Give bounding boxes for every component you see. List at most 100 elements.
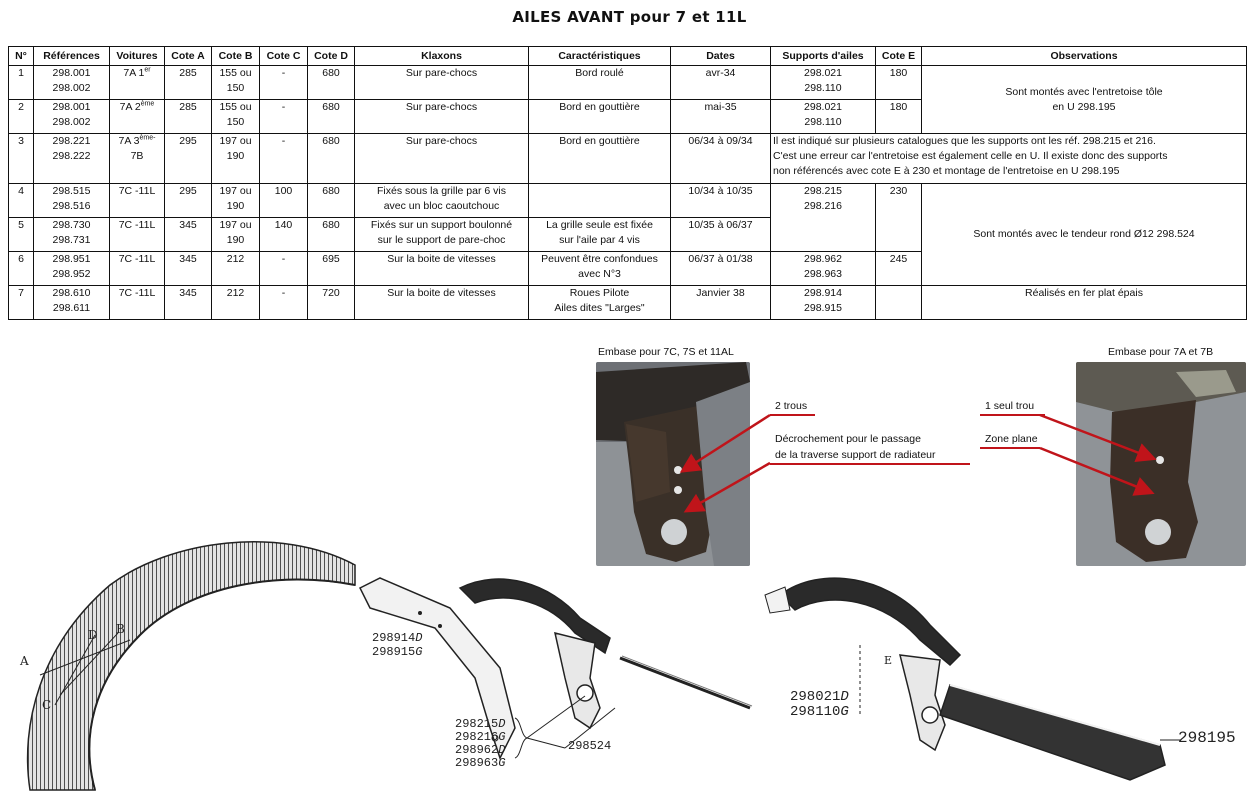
right-photo-bracket-7a — [1076, 362, 1246, 566]
assembly-letter-e: E — [884, 654, 893, 667]
cell-cote-a: 345 — [164, 251, 212, 286]
header-cell: Cote E — [875, 46, 922, 66]
cell-cote-d: 680 — [307, 65, 355, 100]
label-298216: 298216G — [455, 730, 506, 744]
label-298110: 298110G — [790, 704, 849, 720]
cell-cote-c: - — [259, 133, 308, 184]
label-298915: 298915G — [372, 645, 423, 659]
annotation-1-hole: 1 seul trou — [985, 400, 1035, 412]
cell-cote-d: 680 — [307, 183, 355, 218]
header-cell: Dates — [670, 46, 771, 66]
bracket-drawings — [358, 577, 753, 760]
cell-cote-c: - — [259, 99, 308, 134]
annotation-underline — [980, 447, 1040, 449]
cell-vehicles: 7C -11L — [109, 285, 165, 320]
cell-observations: Sont montés avec le tendeur rond Ø12 298… — [921, 183, 1247, 286]
fender-letter-a: A — [20, 654, 29, 668]
cell-cote-d: 680 — [307, 217, 355, 252]
cell-number: 5 — [8, 217, 34, 252]
cell-cote-c: - — [259, 251, 308, 286]
annotation-offset-line1: Décrochement pour le passage — [775, 433, 921, 445]
cell-number: 3 — [8, 133, 34, 184]
cell-vehicles: 7C -11L — [109, 183, 165, 218]
label-298021: 298021D — [790, 689, 849, 705]
fender-drawing — [26, 541, 356, 791]
table-header-row: N° Références Voitures Cote A Cote B Cot… — [8, 46, 1247, 66]
cell-klaxons: Sur pare-chocs — [354, 133, 529, 184]
cell-cote-d: 680 — [307, 99, 355, 134]
cell-cote-e: 245 — [875, 251, 922, 286]
cell-cote-a: 285 — [164, 65, 212, 100]
fender-letter-d: D — [88, 628, 98, 642]
cell-dates: avr-34 — [670, 65, 771, 100]
cell-number: 6 — [8, 251, 34, 286]
label-298215: 298215D — [455, 717, 506, 731]
annotation-2-holes: 2 trous — [775, 400, 808, 412]
fender-letter-b: B — [116, 622, 125, 636]
cell-cote-d: 680 — [307, 133, 355, 184]
cell-number: 7 — [8, 285, 34, 320]
cell-number: 4 — [8, 183, 34, 218]
cell-klaxons: Sur la boite de vitesses — [354, 251, 529, 286]
cell-cote-e: 180 — [875, 65, 922, 100]
cell-characteristics: Bord en gouttière — [528, 133, 671, 184]
cell-characteristics: Bord roulé — [528, 65, 671, 100]
cell-cote-a: 295 — [164, 133, 212, 184]
cell-number: 2 — [8, 99, 34, 134]
label-298524: 298524 — [568, 739, 612, 753]
right-photo-caption: Embase pour 7A et 7B — [1108, 346, 1214, 358]
annotation-underline — [980, 414, 1045, 416]
cell-klaxons: Sur pare-chocs — [354, 99, 529, 134]
cell-vehicles: 7C -11L — [109, 217, 165, 252]
assembly-drawing — [764, 577, 1180, 781]
left-photo-caption: Embase pour 7C, 7S et 11AL — [598, 346, 734, 358]
cell-cote-c: 140 — [259, 217, 308, 252]
left-photo-bracket-7c — [596, 362, 750, 566]
cell-cote-a: 285 — [164, 99, 212, 134]
cell-cote-b: 212 — [211, 285, 260, 320]
cell-vehicles: 7A 1er — [109, 65, 165, 100]
cell-cote-a: 295 — [164, 183, 212, 218]
cell-cote-a: 345 — [164, 217, 212, 252]
cell-cote-e: 230 — [875, 183, 922, 252]
label-298963: 298963G — [455, 756, 506, 770]
cell-cote-c: - — [259, 65, 308, 100]
cell-number: 1 — [8, 65, 34, 100]
page-title: AILES AVANT pour 7 et 11L — [512, 8, 747, 26]
label-298914: 298914D — [372, 631, 423, 645]
header-cell: Références — [33, 46, 110, 66]
leader-lines — [514, 695, 616, 759]
cell-dates: 10/34 à 10/35 — [670, 183, 771, 218]
header-cell: Cote C — [259, 46, 308, 66]
cell-cote-d: 720 — [307, 285, 355, 320]
cell-vehicles: 7A 3ème-7B — [109, 133, 165, 184]
header-cell: Cote B — [211, 46, 260, 66]
cell-dates: 06/37 à 01/38 — [670, 251, 771, 286]
label-298962: 298962D — [455, 743, 506, 757]
fender-spec-table: N° Références Voitures Cote A Cote B Cot… — [8, 46, 1247, 320]
cell-klaxons: Sur la boite de vitesses — [354, 285, 529, 320]
cell-observations: Réalisés en fer plat épais — [921, 285, 1247, 320]
cell-vehicles: 7A 2ème — [109, 99, 165, 134]
header-cell: Caractéristiques — [528, 46, 671, 66]
cell-vehicles: 7C -11L — [109, 251, 165, 286]
annotation-underline — [770, 414, 815, 416]
